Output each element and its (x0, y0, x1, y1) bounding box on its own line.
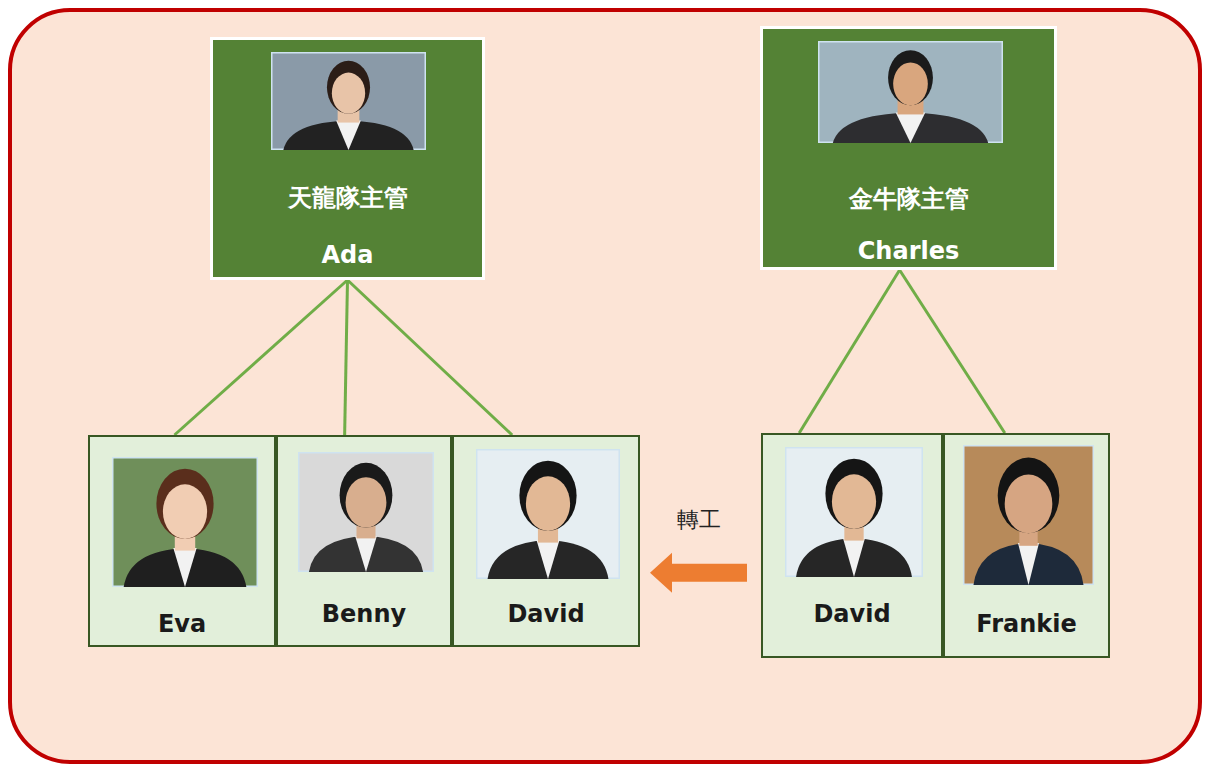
leader-box: 金牛隊主管 Charles (760, 26, 1057, 270)
block-arrow (650, 553, 747, 593)
portrait-photo (112, 457, 258, 587)
reporting-line (174, 280, 347, 435)
member-box: David (452, 435, 640, 647)
member-box: Frankie (943, 433, 1110, 658)
member-box: Eva (88, 435, 276, 647)
reporting-line (900, 270, 1005, 433)
member-box: Benny (276, 435, 452, 647)
portrait-photo (818, 41, 1003, 143)
member-box: David (761, 433, 943, 658)
person-name: David (763, 600, 941, 629)
person-name: Benny (278, 600, 450, 629)
reporting-line (348, 280, 513, 435)
portrait-photo (298, 452, 434, 572)
connector-line (900, 270, 1005, 433)
connector-line (348, 280, 513, 435)
person-name: Eva (90, 610, 274, 639)
portrait-photo (476, 449, 620, 579)
portrait-photo (785, 447, 923, 577)
connector-line (345, 280, 348, 435)
edge-label: 轉工 (674, 505, 724, 535)
portrait-photo (271, 52, 426, 150)
transfer-arrow (650, 553, 747, 593)
portrait-photo (963, 445, 1094, 585)
person-name: Charles (763, 237, 1054, 266)
person-name: Ada (213, 241, 482, 270)
reporting-line (345, 280, 348, 435)
reporting-line (799, 270, 899, 433)
person-name: David (454, 600, 638, 629)
frame-rect (10, 10, 1200, 762)
team-title: 天龍隊主管 (213, 184, 482, 213)
person-name: Frankie (945, 610, 1108, 639)
leader-box: 天龍隊主管 Ada (210, 37, 485, 280)
connector-line (174, 280, 347, 435)
connector-line (799, 270, 899, 433)
team-title: 金牛隊主管 (763, 185, 1054, 214)
